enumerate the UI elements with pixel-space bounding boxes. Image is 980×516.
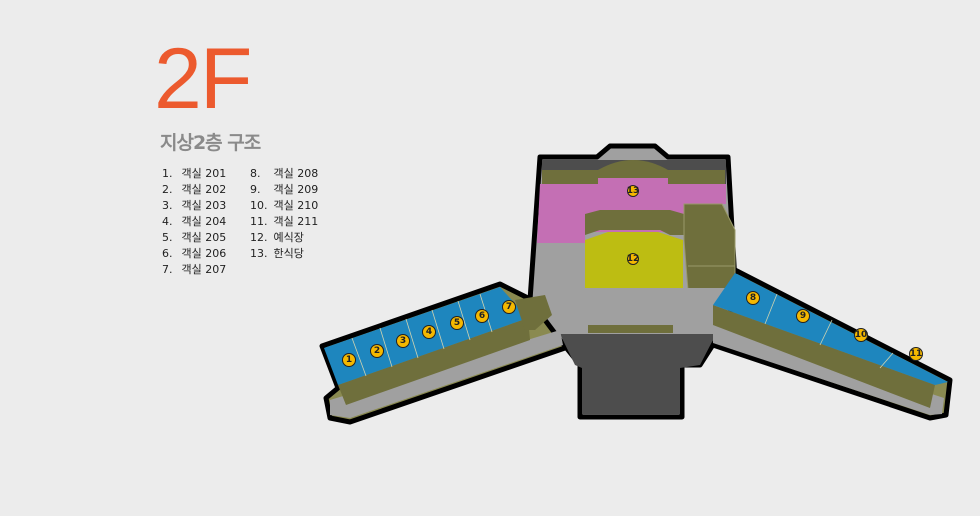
legend-item: 8. 객실 208 <box>250 167 319 180</box>
room-marker-9[interactable]: 9 <box>796 309 810 323</box>
legend-item: 7. 객실 207 <box>162 263 227 276</box>
legend-right: 8. 객실 208 9. 객실 209 10. 객실 210 11. 객실 21… <box>250 166 318 262</box>
marker-circle <box>342 353 356 367</box>
room-marker-3[interactable]: 3 <box>396 334 410 348</box>
marker-circle <box>396 334 410 348</box>
room-marker-8[interactable]: 8 <box>746 291 760 305</box>
room-marker-1[interactable]: 1 <box>342 353 356 367</box>
room-marker-11[interactable]: 11 <box>909 347 923 361</box>
marker-circle <box>627 185 639 197</box>
legend-item: 12. 예식장 <box>250 231 304 244</box>
legend-item: 4. 객실 204 <box>162 215 227 228</box>
stairs-block <box>683 203 736 291</box>
legend-item: 10. 객실 210 <box>250 199 319 212</box>
room-marker-7[interactable]: 7 <box>502 300 516 314</box>
marker-label: 3 <box>400 336 406 346</box>
left-facade <box>338 318 530 405</box>
marker-circle <box>450 316 464 330</box>
marker-label: 8 <box>750 293 756 303</box>
marker-label: 1 <box>346 355 352 365</box>
left-corridor <box>330 330 563 418</box>
marker-circle <box>475 309 489 323</box>
room-marker-2[interactable]: 2 <box>370 344 384 358</box>
stage-wall <box>585 210 684 235</box>
legend-item: 9. 객실 209 <box>250 183 319 196</box>
marker-label: 13 <box>627 186 640 196</box>
legend-item: 3. 객실 203 <box>162 199 227 212</box>
room-marker-4[interactable]: 4 <box>422 325 436 339</box>
marker-label: 4 <box>426 327 432 337</box>
marker-circle <box>502 300 516 314</box>
floor-subtitle: 지상2층 구조 <box>160 132 261 154</box>
marker-label: 6 <box>479 311 485 321</box>
lobby-dark <box>560 334 716 414</box>
marker-circle <box>796 309 810 323</box>
marker-circle <box>746 291 760 305</box>
room-marker-10[interactable]: 10 <box>854 328 868 342</box>
legend-item: 6. 객실 206 <box>162 247 227 260</box>
marker-label: 12 <box>627 254 640 264</box>
legend-item: 2. 객실 202 <box>162 183 227 196</box>
lobby-wall <box>588 325 673 333</box>
marker-label: 10 <box>855 330 868 340</box>
legend-item: 1. 객실 201 <box>162 167 227 180</box>
right-facade <box>713 305 935 408</box>
marker-circle <box>909 347 923 361</box>
legend-item: 11. 객실 211 <box>250 215 319 228</box>
legend-left: 1. 객실 201 2. 객실 202 3. 객실 203 4. 객실 204 … <box>162 166 226 278</box>
marker-label: 9 <box>800 311 806 321</box>
room-marker-5[interactable]: 5 <box>450 316 464 330</box>
corridor <box>533 243 735 330</box>
marker-circle <box>854 328 868 342</box>
legend-item: 13. 한식당 <box>250 247 304 260</box>
room-marker-13[interactable]: 13 <box>627 185 640 197</box>
marker-label: 2 <box>374 346 380 356</box>
room-marker-12[interactable]: 12 <box>627 253 640 265</box>
marker-label: 5 <box>454 318 460 328</box>
marker-circle <box>627 253 639 265</box>
top-wall-olive <box>542 170 598 185</box>
left-stair <box>515 295 552 330</box>
legend-item: 5. 객실 205 <box>162 231 227 244</box>
marker-circle <box>422 325 436 339</box>
marker-circle <box>370 344 384 358</box>
room-marker-6[interactable]: 6 <box>475 309 489 323</box>
top-wall-olive <box>668 170 725 185</box>
floor-title: 2F <box>154 31 252 127</box>
marker-label: 7 <box>506 302 512 312</box>
marker-label: 11 <box>910 349 923 359</box>
